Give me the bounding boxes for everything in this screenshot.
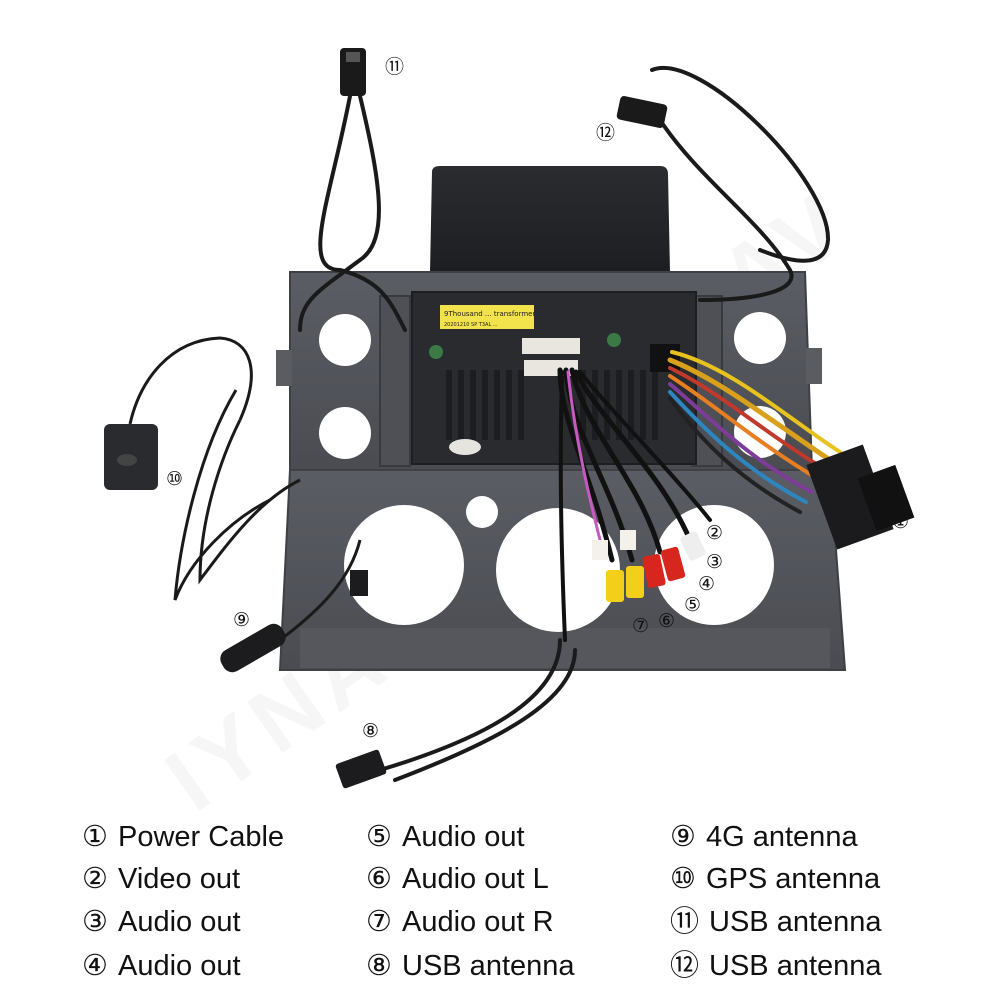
gps-antenna <box>104 336 301 601</box>
callout-1: ① <box>892 511 910 533</box>
wiring-diagram: 9Thousand ... transformer 20201210 SP T3… <box>104 48 915 789</box>
rca-bundle <box>557 367 712 642</box>
rca-plugs <box>592 530 706 602</box>
head-unit: 9Thousand ... transformer 20201210 SP T3… <box>411 291 697 465</box>
usb-cable-8 <box>378 638 577 782</box>
4g-antenna <box>220 539 368 673</box>
callout-6: ⑥ <box>658 610 676 632</box>
usb-plug-8 <box>335 749 387 789</box>
usb-port-11 <box>346 52 360 62</box>
power-harness <box>667 350 842 514</box>
callout-8: ⑧ <box>362 720 380 742</box>
callout-11: ⑪ <box>385 56 405 78</box>
usb-plug-12 <box>616 96 668 128</box>
iso-connector <box>806 444 915 550</box>
unit-label-line2: 20201210 SP T3AL ... <box>444 322 498 328</box>
callout-9: ⑨ <box>233 609 251 631</box>
callout-4: ④ <box>698 573 716 595</box>
unit-label-line1: 9Thousand ... transformer <box>444 310 535 318</box>
callout-2: ② <box>706 522 724 544</box>
callout-12: ⑫ <box>596 122 616 144</box>
callout-3: ③ <box>706 551 724 573</box>
usb-cable-11 <box>298 94 407 332</box>
display-screen <box>430 166 670 272</box>
callout-7: ⑦ <box>632 615 650 637</box>
usb-cable-12 <box>650 66 831 302</box>
callout-5: ⑤ <box>684 594 702 616</box>
callout-10: ⑩ <box>166 468 184 490</box>
